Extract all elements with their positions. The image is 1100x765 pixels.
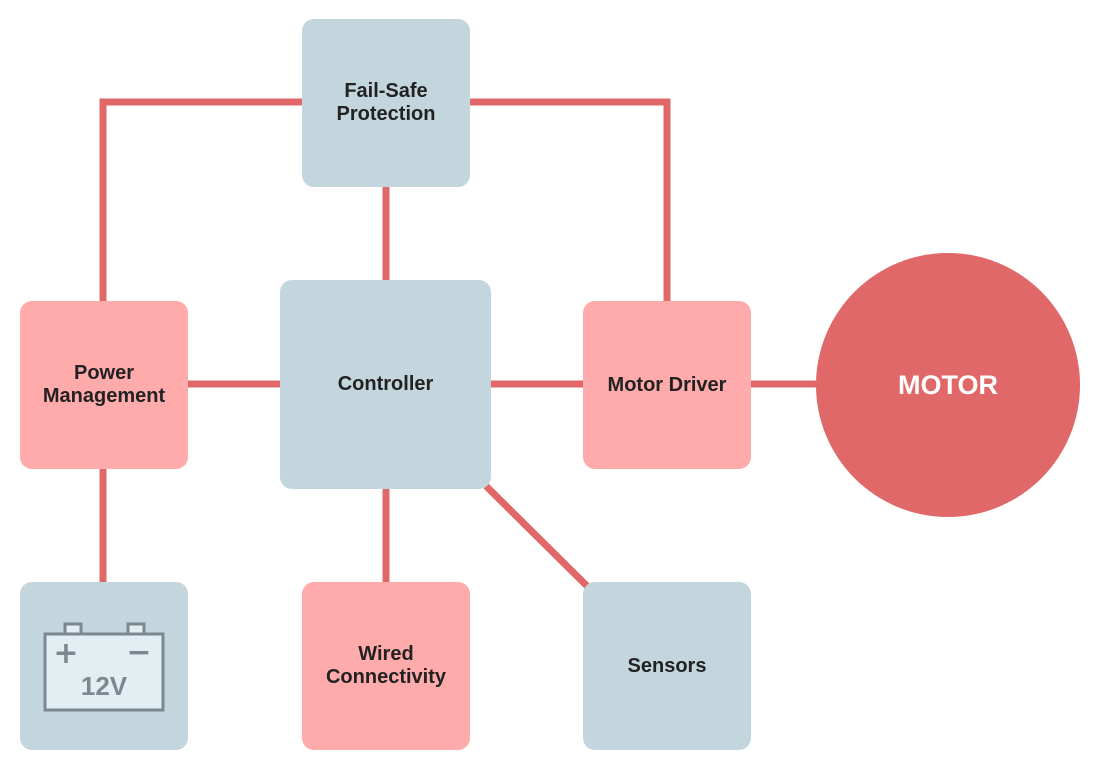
- connector-controller-to-sensors: [483, 483, 590, 589]
- power-management-label: Power Management: [42, 362, 166, 407]
- battery-positive-sign: +: [53, 636, 78, 671]
- motor-driver-label: Motor Driver: [607, 373, 727, 396]
- sensors-block: Sensors: [583, 582, 751, 750]
- motor-label: MOTOR: [898, 369, 998, 400]
- battery-negative-sign: −: [126, 635, 151, 670]
- battery-icon: + − 12V: [43, 622, 165, 712]
- power-management-block: Power Management: [20, 301, 188, 469]
- motor-circle: MOTOR: [816, 253, 1080, 517]
- battery-block: + − 12V: [20, 582, 188, 750]
- controller-block: Controller: [280, 280, 491, 489]
- connector-failsafe-to-driver: [470, 98, 671, 301]
- connector-power-to-failsafe: [99, 98, 302, 301]
- sensors-label: Sensors: [627, 654, 707, 677]
- fail-safe-protection-label: Fail-Safe Protection: [336, 80, 436, 125]
- motor-driver-block: Motor Driver: [583, 301, 751, 469]
- wired-connectivity-label: Wired Connectivity: [325, 643, 447, 688]
- controller-label: Controller: [337, 373, 434, 395]
- fail-safe-protection-block: Fail-Safe Protection: [302, 19, 470, 187]
- wired-connectivity-block: Wired Connectivity: [302, 582, 470, 750]
- battery-voltage-label: 12V: [81, 671, 128, 701]
